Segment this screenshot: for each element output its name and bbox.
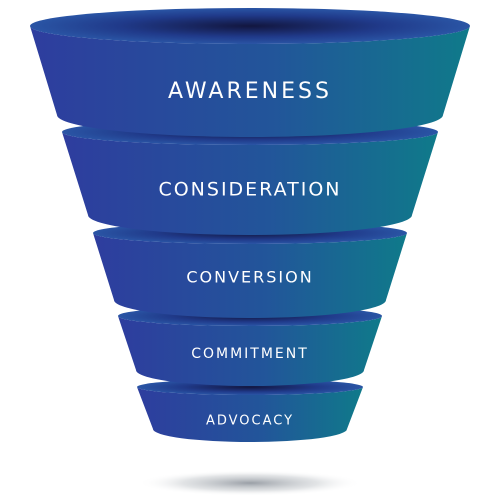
- stage-body: [137, 387, 363, 442]
- stage-body: [93, 233, 407, 318]
- funnel-stage-conversion: CONVERSION: [93, 222, 407, 318]
- stage-body: [118, 316, 382, 386]
- stage-label-consideration: CONSIDERATION: [158, 179, 341, 201]
- stage-body: [30, 26, 470, 137]
- stage-label-awareness: AWARENESS: [168, 79, 332, 104]
- stage-rim: [30, 8, 470, 44]
- stage-body: [62, 132, 438, 235]
- stage-label-commitment: COMMITMENT: [191, 346, 309, 362]
- funnel-stage-advocacy: ADVOCACY: [137, 379, 363, 442]
- funnel-stage-awareness: AWARENESS: [30, 8, 470, 137]
- funnel-ground-shadow: [138, 470, 362, 496]
- stage-label-advocacy: ADVOCACY: [206, 414, 294, 429]
- stage-label-conversion: CONVERSION: [186, 268, 313, 287]
